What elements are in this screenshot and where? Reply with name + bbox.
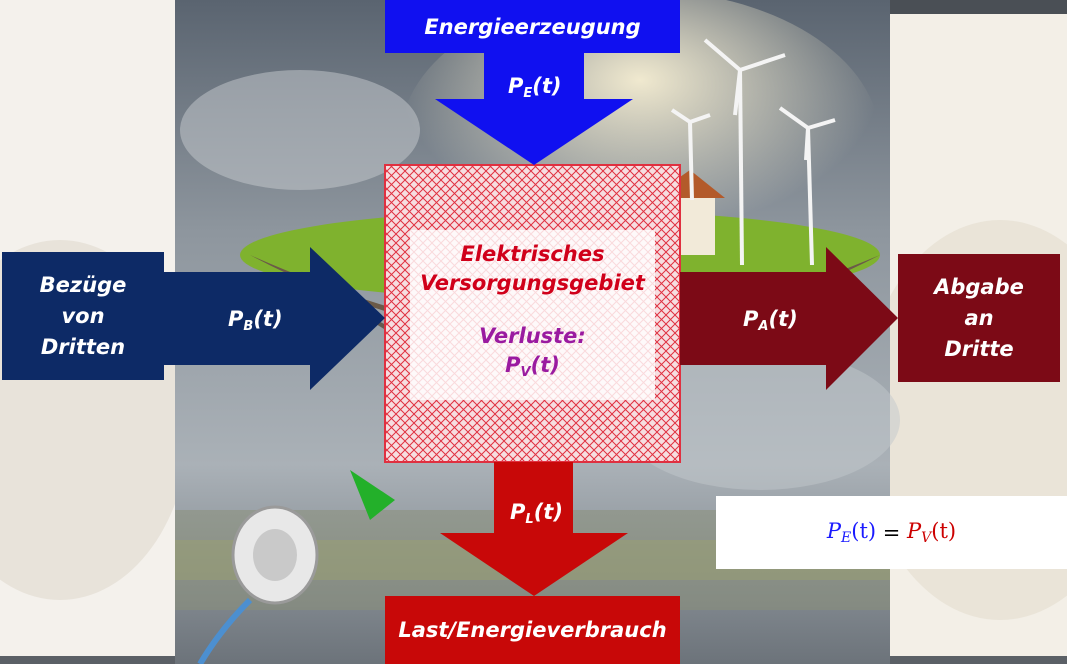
balance-formula: PE(t) = PV(t) <box>716 496 1067 569</box>
import-line-2: von <box>61 303 105 328</box>
supply-area-region: Elektrisches Versorgungsgebiet Verluste:… <box>385 165 680 462</box>
import-line-1: Bezüge <box>39 272 127 297</box>
import-line-3: Dritten <box>40 334 126 359</box>
import-box: Bezüge von Dritten <box>2 252 164 380</box>
export-box: Abgabe an Dritte <box>898 254 1060 382</box>
load-box: Last/Energieverbrauch <box>385 596 680 664</box>
source-title: Energieerzeugung <box>424 14 641 39</box>
load-flow-label: PL(t) <box>510 500 563 527</box>
losses-label: Verluste: <box>479 324 586 348</box>
losses-symbol: PV(t) <box>505 353 560 380</box>
formula-equals: = <box>876 520 908 545</box>
supply-area-title-1: Elektrisches <box>460 242 605 266</box>
import-flow-label: PB(t) <box>228 307 283 334</box>
formula-lhs: PE(t) <box>826 519 877 546</box>
export-flow-label: PA(t) <box>743 307 798 334</box>
export-line-3: Dritte <box>944 336 1014 361</box>
supply-area-title-2: Versorgungsgebiet <box>420 271 645 295</box>
formula-rhs: PV(t) <box>907 519 957 546</box>
export-line-2: an <box>964 305 994 330</box>
load-title: Last/Energieverbrauch <box>398 618 667 642</box>
source-box: Energieerzeugung <box>385 0 680 53</box>
export-line-1: Abgabe <box>934 274 1024 299</box>
source-flow-label: PE(t) <box>508 74 562 101</box>
